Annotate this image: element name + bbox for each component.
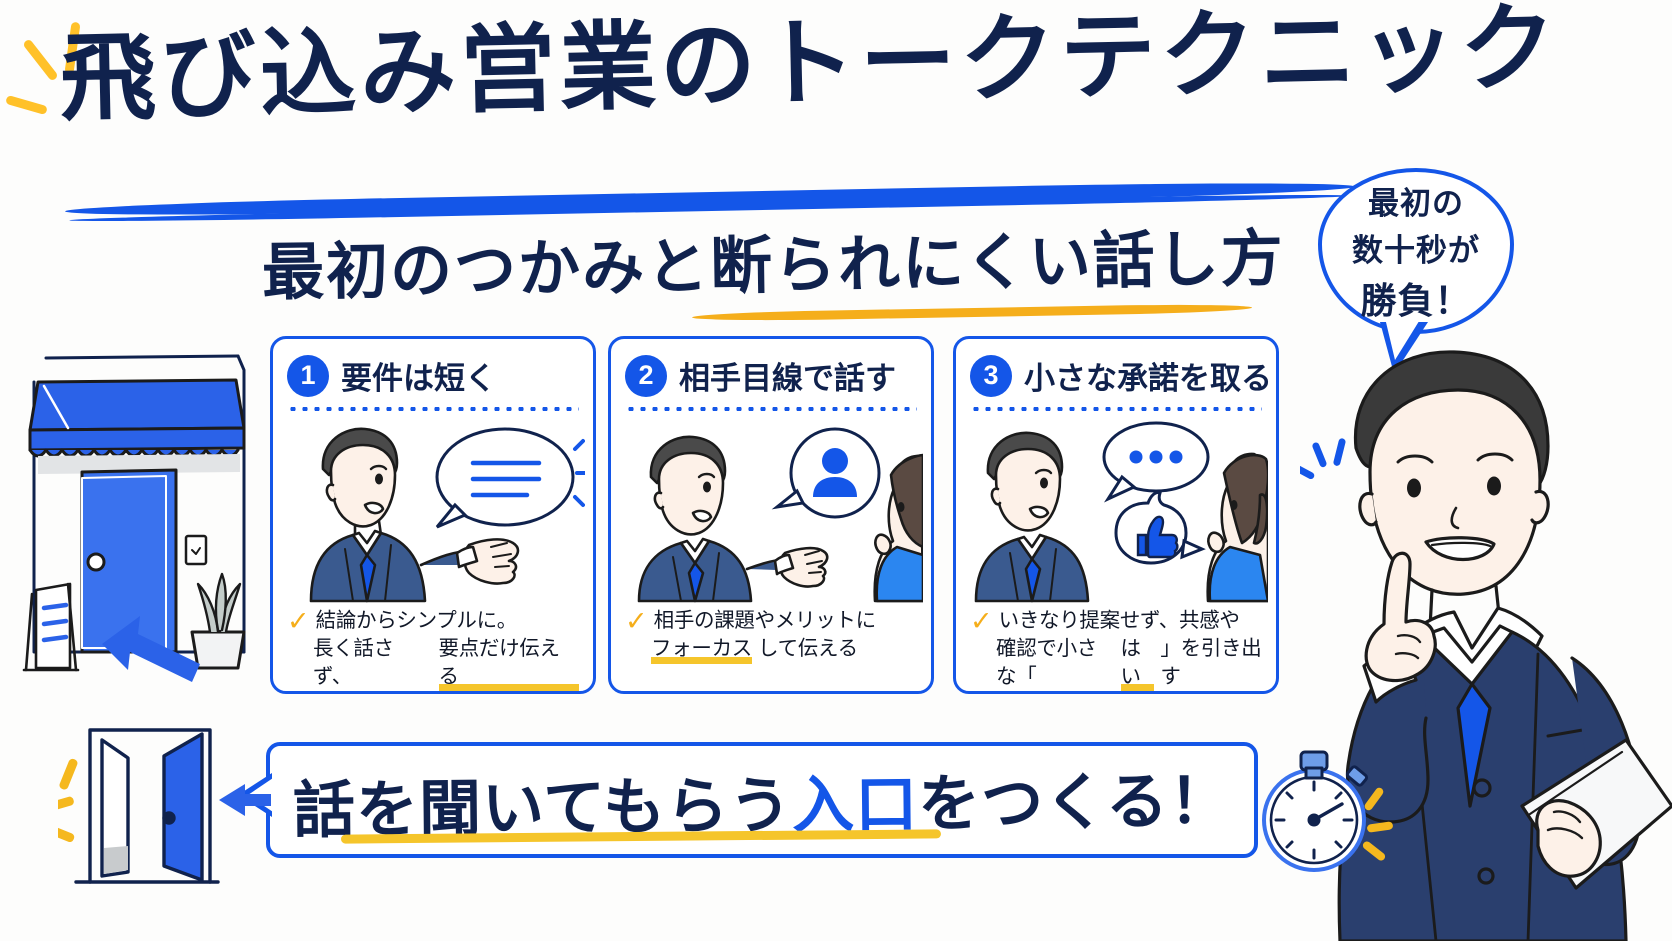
hint-bubble-tail-inner: [1385, 318, 1421, 360]
open-door-icon: [42, 700, 238, 900]
thumbs-up-bubble: [1114, 491, 1206, 565]
page-title: 飛び込み営業のトークテクニック: [58, 0, 1561, 135]
card-1-footer-line-2-underlined: 要点だけ伝える: [438, 635, 579, 692]
storefront-icon: [8, 322, 258, 674]
card-2-footer-line-2-plain: して伝える: [758, 636, 858, 661]
arrow-up-left-icon: [96, 608, 206, 688]
page-subtitle: 最初のつかみと断られにくい話し方: [261, 221, 1286, 309]
card-step-1[interactable]: 1 要件は短く: [270, 336, 596, 694]
card-1-number-badge: 1: [287, 354, 329, 397]
title-block: 飛び込み営業のトークテクニック: [59, 0, 1561, 219]
card-2-illustration: [625, 415, 925, 603]
card-2-number-badge: 2: [625, 354, 667, 397]
subtitle-block: 最初のつかみと断られにくい話し方: [262, 222, 1285, 322]
card-3-footer-line-2-underlined: はい: [1120, 635, 1155, 692]
card-2-footer-line-2-underlined: フォーカス: [651, 635, 752, 664]
man-woman-thumbsup-icon: [974, 421, 1270, 603]
card-step-2[interactable]: 2 相手目線で話す: [608, 336, 934, 694]
card-1-header: 1 要件は短く: [287, 353, 579, 398]
card-1-divider: [287, 407, 579, 411]
card-1-footer: ✓ 結論からシンプルに。 長く話さず、要点だけ伝える: [287, 606, 579, 692]
card-2-footer-line-1: 相手の課題やメリットに: [653, 608, 877, 632]
card-1-footer-line-1: 結論からシンプルに。: [315, 608, 518, 632]
card-3-footer-line-1: いきなり提案せず、共感や: [998, 608, 1240, 632]
arrow-left-icon: [215, 770, 275, 830]
card-1-illustration: [287, 415, 587, 603]
man-speaking-icon: [309, 427, 587, 603]
card-3-footer-line-2-prefix: 確認で小さな「: [996, 636, 1097, 688]
stopwatch-icon: [1244, 730, 1394, 880]
hint-line-3: 勝負！: [1357, 272, 1475, 324]
card-3-title: 小さな承諾を取る: [1024, 361, 1272, 397]
card-step-3[interactable]: 3 小さな承諾を取る: [953, 336, 1279, 694]
card-3-illustration: [970, 415, 1270, 603]
card-3-header: 3 小さな承諾を取る: [970, 353, 1272, 398]
card-1-check-icon: ✓: [287, 606, 310, 636]
card-1-title: 要件は短く: [341, 361, 496, 397]
card-3-number-badge: 3: [970, 354, 1012, 397]
card-3-footer-line-2-suffix: 」を引き出す: [1160, 636, 1262, 688]
card-1-footer-line-2-plain: 長く話さず、: [313, 636, 394, 688]
dots-bubble: [1102, 421, 1210, 503]
card-3-footer: ✓ いきなり提案せず、共感や 確認で小さな「はい」を引き出す: [970, 606, 1262, 692]
card-2-divider: [625, 407, 917, 411]
hint-speech-bubble: 最初の 数十秒が 勝負！: [1318, 168, 1514, 334]
card-2-header: 2 相手目線で話す: [625, 353, 917, 398]
speech-bubble-lines: [435, 427, 575, 529]
finger-sparkle-icon: [1292, 438, 1360, 498]
hint-line-2: 数十秒が: [1352, 233, 1480, 269]
businessman-illustration: [1286, 336, 1672, 941]
card-2-title: 相手目線で話す: [679, 361, 896, 397]
person-icon-bubble: [771, 427, 881, 519]
subtitle-underline: [691, 303, 1253, 322]
card-3-check-icon: ✓: [970, 606, 993, 636]
card-3-divider: [970, 407, 1262, 411]
card-2-footer: ✓ 相手の課題やメリットに フォーカスして伝える: [625, 607, 917, 664]
man-woman-person-icon: [637, 427, 925, 603]
banner-suffix: をつくる！: [917, 764, 1232, 841]
hint-line-1: 最初の: [1368, 186, 1464, 222]
card-2-check-icon: ✓: [625, 606, 648, 636]
